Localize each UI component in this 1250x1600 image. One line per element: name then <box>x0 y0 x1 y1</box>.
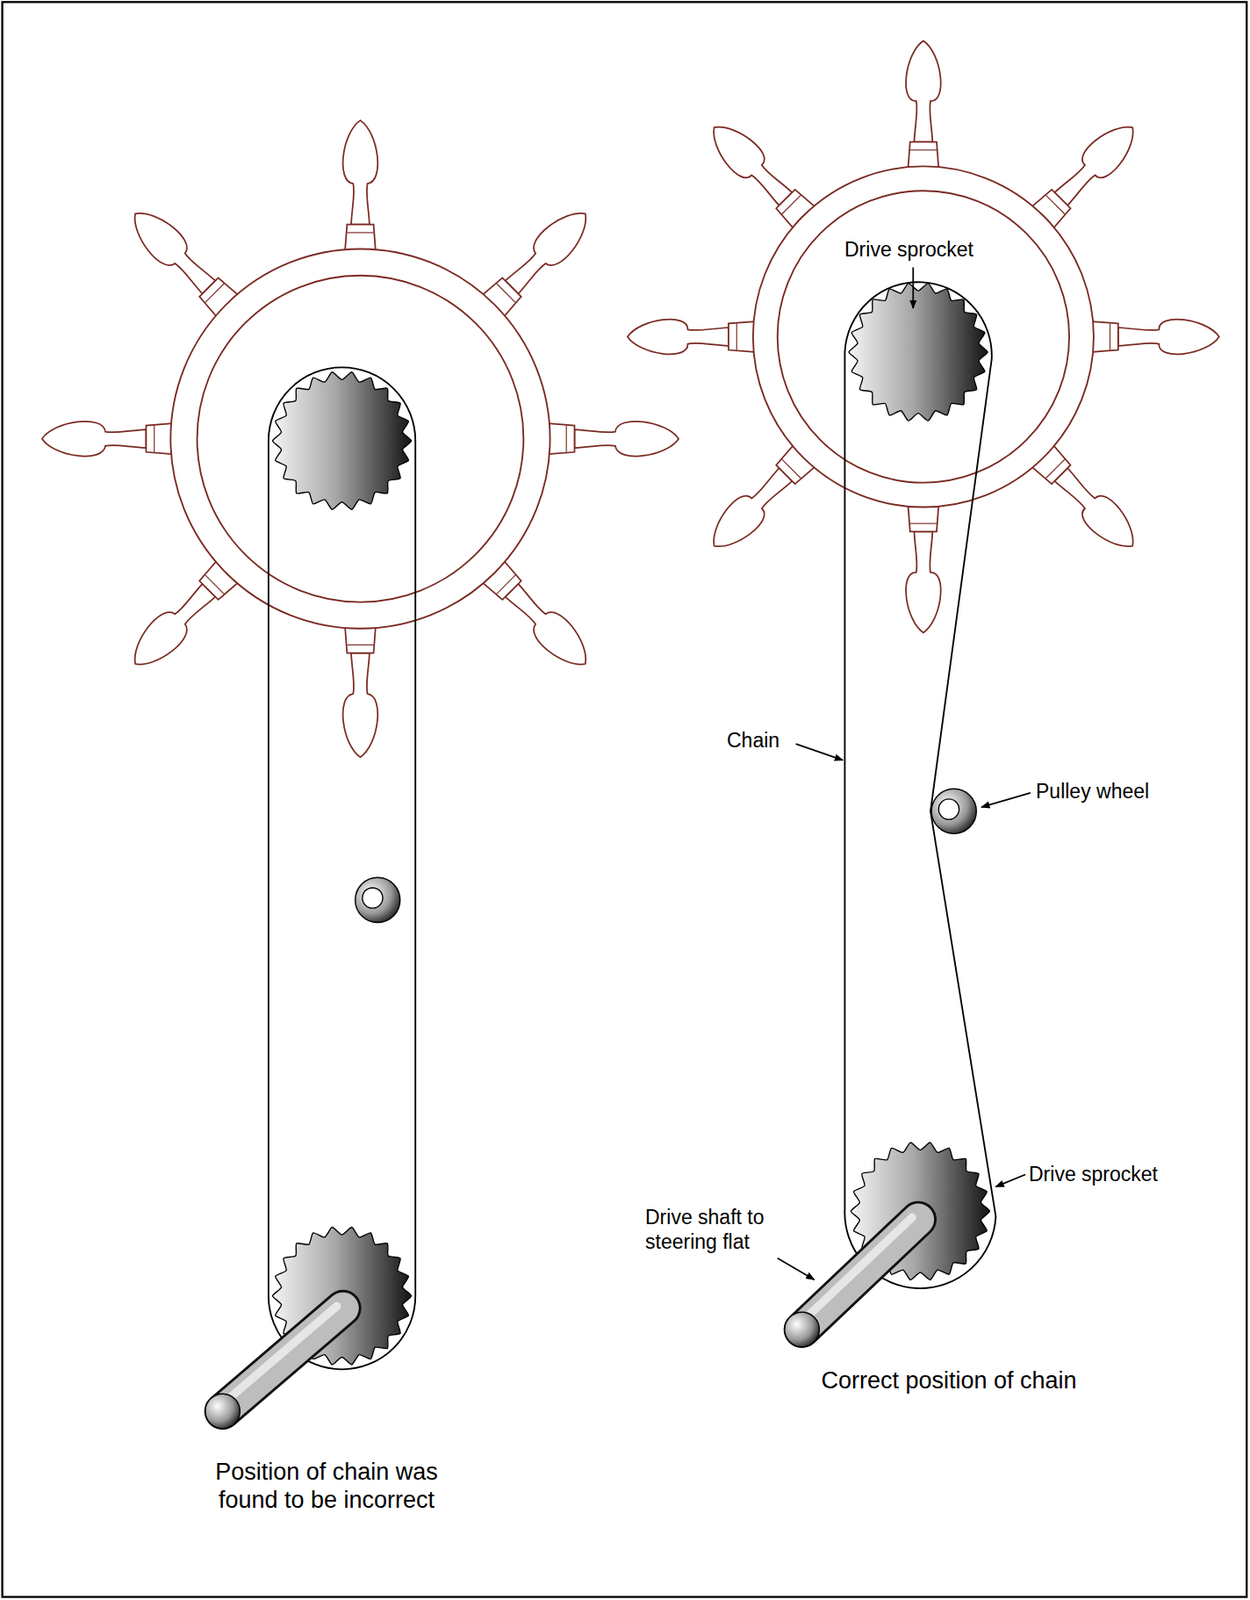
wheel-spoke <box>481 201 598 318</box>
wheel-spoke <box>702 114 818 230</box>
caption-text: Position of chain was found to be incorr… <box>186 1457 467 1515</box>
wheel-spoke <box>122 559 240 676</box>
chain <box>268 366 416 1369</box>
drive-shaft <box>205 1305 344 1428</box>
wheel-spoke <box>1091 319 1220 355</box>
caption-text: Correct position of chain <box>820 1365 1077 1394</box>
wheel-spoke <box>702 443 818 559</box>
pulley-wheel <box>931 788 977 834</box>
wheel-spoke <box>122 201 240 318</box>
wheel-spoke <box>1029 443 1145 559</box>
leader-line <box>981 792 1031 807</box>
chain <box>844 281 996 1288</box>
wheel-spoke <box>547 421 679 457</box>
part-label: Drive sprocket <box>844 237 974 263</box>
drive-shaft <box>784 1216 919 1347</box>
leader-line <box>912 266 914 308</box>
wheel-spoke <box>343 120 379 252</box>
ships-wheel <box>627 40 1220 633</box>
wheel-spoke <box>627 319 755 355</box>
leader-line <box>777 1257 815 1279</box>
wheel-spoke <box>343 625 379 757</box>
wheel-spoke <box>42 421 173 457</box>
wheel-spoke <box>1029 114 1145 230</box>
part-label: Drive shaft to steering flat <box>645 1205 799 1254</box>
leader-line <box>796 743 843 761</box>
ships-wheel <box>42 120 679 757</box>
drive-sprocket <box>272 372 412 510</box>
part-label: Pulley wheel <box>1035 779 1150 805</box>
wheel-spoke <box>905 40 942 168</box>
wheel-spoke <box>481 559 598 676</box>
pulley-wheel <box>355 876 401 922</box>
part-label: Drive sprocket <box>1028 1162 1158 1187</box>
leader-line <box>995 1173 1026 1186</box>
part-label: Chain <box>726 728 780 754</box>
drive-sprocket <box>848 283 988 421</box>
wheel-spoke <box>905 504 942 633</box>
